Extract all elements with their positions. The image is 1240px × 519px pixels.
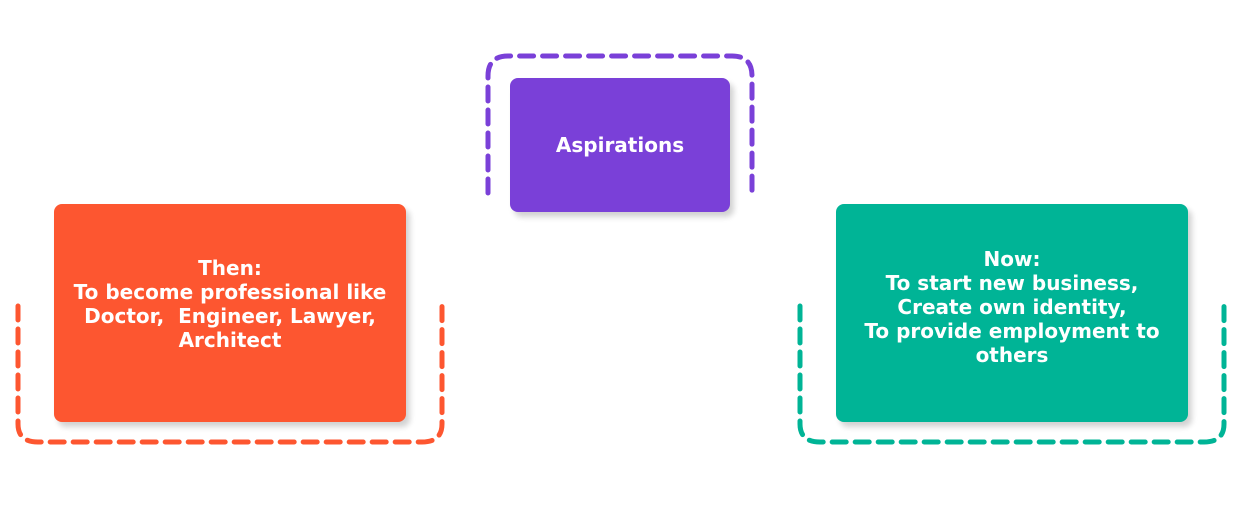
now-line-1: Now:	[983, 247, 1041, 271]
then-box: Then: To become professional like Doctor…	[54, 204, 406, 422]
orange-dashed-border	[15, 303, 445, 445]
now-line-3: Create own identity,	[897, 295, 1127, 319]
now-line-5: others	[975, 343, 1049, 367]
teal-dashed-border	[797, 303, 1227, 445]
then-line-3: Doctor, Engineer, Lawyer,	[84, 304, 376, 328]
now-line-2: To start new business,	[885, 271, 1139, 295]
aspirations-title: Aspirations	[555, 133, 685, 157]
now-box: Now: To start new business, Create own i…	[836, 204, 1188, 422]
now-line-4: To provide employment to	[864, 319, 1160, 343]
aspirations-box: Aspirations	[510, 78, 730, 212]
purple-dashed-border	[485, 53, 755, 196]
then-line-4: Architect	[178, 328, 282, 352]
then-line-2: To become professional like	[73, 280, 387, 304]
then-line-1: Then:	[198, 256, 262, 280]
